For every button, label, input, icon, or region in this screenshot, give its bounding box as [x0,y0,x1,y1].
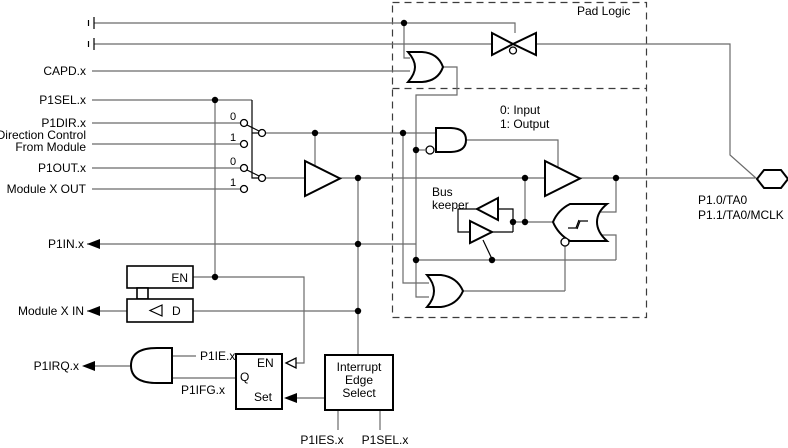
label-pin-1: P1.0/TA0 [698,193,747,207]
label-register-d: D [172,304,181,318]
buffer-driver1-icon [304,159,343,198]
buffer-driver2-icon [544,159,583,198]
interrupt-edge-select-box [324,354,394,411]
label-register-en: EN [171,271,188,285]
p1in-arrow-icon [87,239,100,249]
wires [87,22,758,430]
label-p1out: P1OUT.x [38,161,86,175]
label-ies-3: Select [342,386,376,400]
schmitt-or-gate-icon [551,203,610,247]
components [126,31,788,411]
input-register [126,265,194,323]
label-p1ie: P1IE.x [200,349,235,363]
label-p1in: P1IN.x [48,237,84,251]
module-in-arrow-icon [87,306,100,316]
label-ies-1: Interrupt [337,360,382,374]
label-mode-note-1: 0: Input [500,103,541,117]
and-gate-irq-icon [129,347,173,384]
label-ff-en: EN [257,356,274,370]
label-mux-dir-0: 0 [230,111,236,123]
label-ies-2: Edge [345,373,373,387]
label-module-x-in: Module X IN [18,304,84,318]
pad-pin-icon [755,169,788,189]
label-p1ifg: P1IFG.x [181,383,225,397]
interrupt-flag-ff [235,353,283,410]
label-capd: CAPD.x [43,64,86,78]
label-p1irq: P1IRQ.x [34,359,79,373]
or-gate-capd-icon [405,51,445,83]
edge-marker-icon [284,356,297,370]
bus-keeper-buffer-left-icon [474,196,499,222]
and-gate-direction-icon [425,127,468,155]
label-p1dir: P1DIR.x [41,116,86,130]
mux-terminals [239,118,267,194]
or-gate-input-enable-icon [424,274,465,308]
label-ff-set: Set [254,390,273,404]
label-bus-keeper-2: keeper [432,198,469,212]
label-p1ies: P1IES.x [300,433,343,447]
label-p1sel: P1SEL.x [39,93,86,107]
label-mux-out-0: 0 [230,156,236,168]
label-mux-out-1: 1 [230,177,236,189]
clock-triangle-icon [148,304,163,317]
label-pad-logic: Pad Logic [577,4,630,18]
label-direction-control-2: From Module [15,140,86,154]
pad-logic-boundary [391,1,648,319]
supply-stub-icons [87,17,95,50]
label-module-x-out: Module X OUT [7,182,87,196]
label-mode-note-2: 1: Output [500,117,550,131]
label-p1sel-bottom: P1SEL.x [362,433,409,447]
junction-dots [211,19,620,315]
set-arrow-icon [284,393,297,403]
p1irq-arrow-icon [82,361,95,371]
label-ff-q: Q [240,370,249,384]
transmission-gate-icon [491,31,537,57]
labels: CAPD.x P1SEL.x P1DIR.x Direction Control… [0,4,784,447]
bus-keeper-buffer-right-icon [469,219,495,245]
label-mux-dir-1: 1 [230,132,236,144]
label-pin-2: P1.1/TA0/MCLK [698,208,784,222]
arrowheads [82,239,297,403]
label-bus-keeper-1: Bus [432,185,453,199]
label-direction-control-1: Direction Control [0,128,86,142]
